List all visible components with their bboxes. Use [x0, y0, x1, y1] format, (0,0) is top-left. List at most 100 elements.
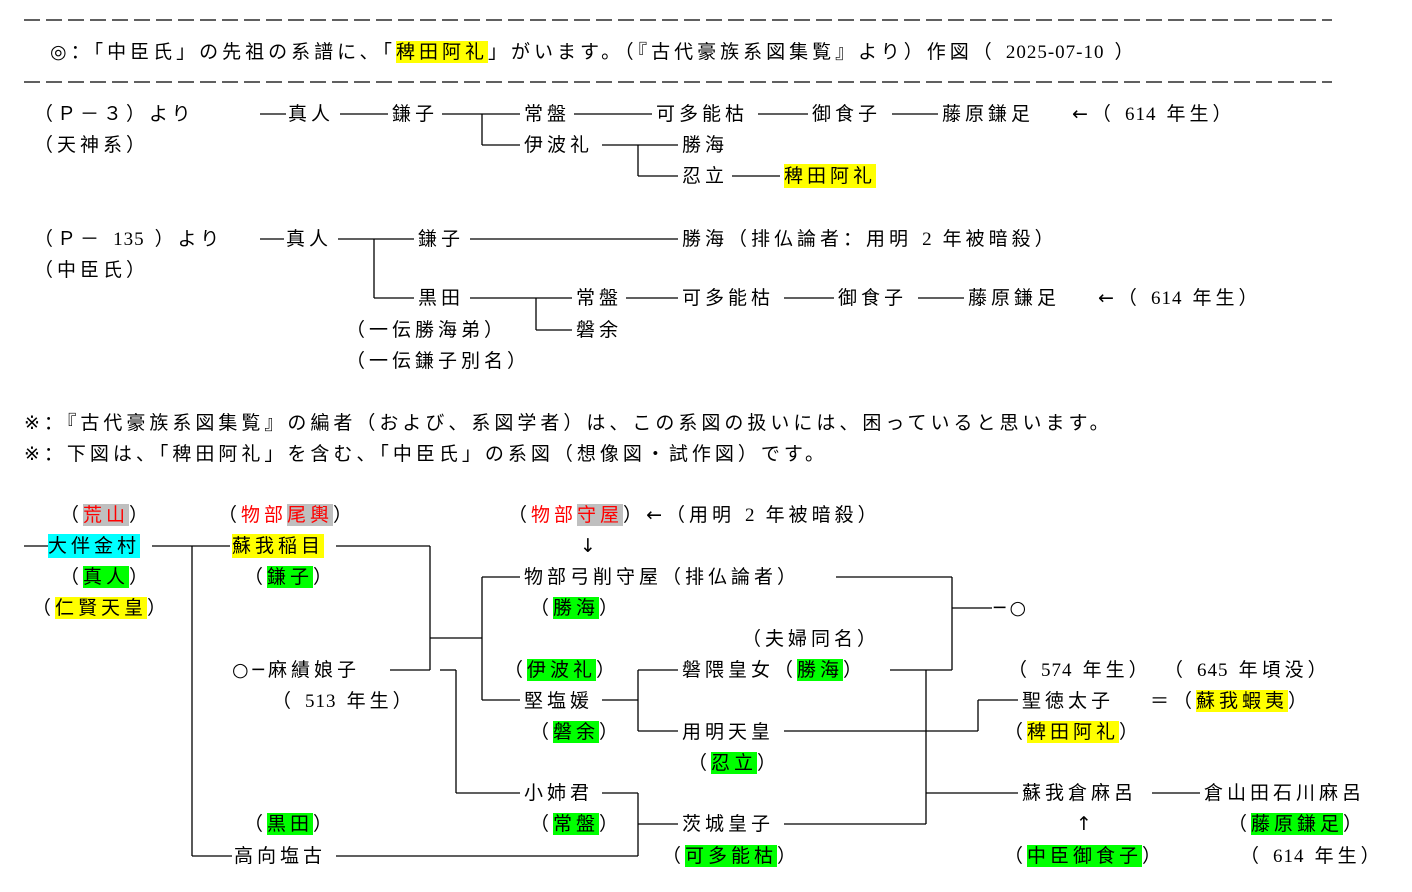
tree-moriya-note-post: 年被暗殺） — [765, 504, 881, 526]
tree-shotoku-birth-num: 574 — [1041, 660, 1073, 681]
note-2: ※：下図は、「稗田阿礼」を含む、「中臣氏」の系図（想像図・試作図）です。 — [24, 443, 829, 465]
p3-katanokaku: 可多能枯 — [656, 103, 749, 125]
tree-yuge: 物部弓削守屋（排仏論者） — [524, 566, 801, 588]
tree-kuramaro: 蘇我倉麻呂 — [1022, 782, 1138, 804]
header-title-pre: ◎：「中臣氏」の先祖の系譜に、「 — [50, 41, 397, 63]
tree-kanashi-birth-post: 年生） — [346, 690, 416, 712]
tree-hieda: （稗田阿礼） — [1004, 721, 1143, 743]
p3-kamako: 鎌子 — [392, 103, 439, 125]
header-title: ◎：「中臣氏」の先祖の系譜に、「稗田阿礼」がいます。（『古代豪族系図集覧』より）… — [50, 40, 1138, 65]
p3-ihare: 伊波礼 — [524, 134, 594, 156]
p3-oshitachi: 忍立 — [682, 165, 729, 187]
tree-up-arrow: ↑ — [1076, 813, 1096, 835]
tree-hieda-name: 稗田阿礼 — [1027, 721, 1120, 743]
tree-kamatari-birth-post: 年生） — [1314, 845, 1384, 867]
p135-katanokaku: 可多能枯 — [682, 287, 775, 309]
tree-tokiwa: （常盤） — [530, 813, 623, 835]
tree-oshitachi: （忍立） — [688, 752, 781, 774]
p3-birth-post: 年生） — [1166, 103, 1236, 125]
tree-kitashi: 堅塩媛 — [524, 690, 594, 712]
tree-mahito-name: 真人 — [83, 566, 130, 588]
tree-circle: ─○ — [994, 597, 1031, 619]
p135-katsumi-note: 勝海（排仏論者：用明 2 年被暗殺） — [682, 227, 1058, 252]
tree-kuroda: （黒田） — [244, 813, 337, 835]
tree-kamako: （鎌子） — [244, 566, 337, 588]
tree-shotoku-birth: （ 574 年生） — [1008, 659, 1152, 681]
p3-birth: ←（ 614 年生） — [1072, 102, 1236, 127]
tree-moriya-name: 守屋 — [577, 504, 624, 526]
p135-note-2: （一伝鎌子別名） — [346, 350, 531, 372]
tree-katsumi-name: 勝海 — [553, 597, 600, 619]
p135-iwaare: 磐余 — [576, 319, 623, 341]
tree-kamatari: （藤原鎌足） — [1228, 813, 1367, 835]
tree-arayama-name: 荒山 — [83, 504, 130, 526]
p3-katsumi: 勝海 — [682, 134, 729, 156]
tree-okoshi: （物部尾輿） — [218, 504, 357, 526]
p135-source: （Ｐ－ 135 ）より — [34, 227, 223, 252]
tree-kamatari-birth: （ 614 年生） — [1240, 845, 1384, 867]
tree-shotoku-birth-post: 年生） — [1082, 659, 1152, 681]
p135-source-2: （中臣氏） — [34, 259, 150, 281]
tree-katanokaku-name: 可多能枯 — [685, 845, 778, 867]
tree-moriya-note-pre: ←（用明 — [646, 504, 735, 526]
tree-kamatari-name: 藤原鎌足 — [1251, 813, 1344, 835]
p3-hieda: 稗田阿礼 — [784, 164, 877, 188]
tree-oshitachi-name: 忍立 — [711, 752, 758, 774]
p135-mikeko: 御食子 — [838, 287, 908, 309]
tree-mahito: （真人） — [60, 566, 153, 588]
tree-arayama: （荒山） — [60, 504, 153, 526]
p3-tokiwa: 常盤 — [524, 103, 571, 125]
tree-kuroda-name: 黒田 — [267, 813, 314, 835]
tree-nakatomi-mikeko-name: 中臣御食子 — [1027, 845, 1143, 867]
header-title-end: ） — [1114, 41, 1138, 63]
p135-katsumi-note-post: 年被暗殺） — [942, 228, 1058, 250]
tree-anahobe: 磐隈皇女（勝海） — [682, 659, 867, 681]
tree-emishi-death-post: 年頃没） — [1238, 659, 1331, 681]
tree-katanokaku: （可多能枯） — [662, 845, 801, 867]
p135-kamako: 鎌子 — [418, 228, 465, 250]
tree-down-arrow: ↓ — [580, 535, 600, 557]
tree-nakatomi-mikeko: （中臣御食子） — [1004, 845, 1166, 867]
p3-birth-pre: ←（ — [1072, 103, 1115, 125]
tree-shotoku: 聖徳太子 — [1022, 690, 1115, 712]
p135-kuroda: 黒田 — [418, 287, 465, 309]
p135-mahito: 真人 — [286, 228, 333, 250]
tree-moriya-note-num: 2 — [745, 505, 756, 526]
tree-okoshi-name: 尾輿 — [287, 504, 334, 526]
tree-kanashi-birth-num: 513 — [305, 691, 337, 712]
p3-source: （Ｐ－３）より — [34, 103, 195, 125]
tree-ubaraki: 茨城皇子 — [682, 813, 775, 835]
p135-birth-post: 年生） — [1192, 287, 1262, 309]
tree-ihare: （伊波礼） — [504, 659, 620, 681]
note-1: ※：『古代豪族系図集覧』の編者（および、系図学者）は、この系図の扱いには、困って… — [24, 412, 1113, 434]
tree-otomo: 大伴金村 — [48, 534, 141, 558]
p135-birth-pre: ←（ — [1098, 287, 1141, 309]
p3-birth-num: 614 — [1124, 104, 1157, 125]
tree-iwaare: （磐余） — [530, 721, 623, 743]
tree-kamako-name: 鎌子 — [267, 566, 314, 588]
header-title-post: 」がいます。（『古代豪族系図集覧』より）作図（ — [488, 41, 996, 63]
p135-note-1: （一伝勝海弟） — [346, 319, 508, 341]
tree-takamuko: 高向塩古 — [234, 845, 327, 867]
tree-emishi: ＝（蘇我蝦夷） — [1150, 690, 1312, 712]
tree-oane: 小姉君 — [524, 782, 594, 804]
p135-source-pre: （Ｐ－ — [34, 228, 104, 250]
tree-ihare-name: 伊波礼 — [527, 659, 597, 681]
p135-birth-num: 614 — [1150, 288, 1183, 309]
tree-kanashi-birth: （ 513 年生） — [272, 690, 416, 712]
p135-source-num: 135 — [113, 229, 145, 250]
tree-anahobe-alias: 勝海 — [797, 659, 844, 681]
tree-emishi-death-num: 645 — [1197, 660, 1229, 681]
p135-katsumi-note-num: 2 — [922, 229, 933, 250]
tree-moriya: （物部守屋）←（用明 2 年被暗殺） — [508, 504, 881, 526]
p135-kamatari: 藤原鎌足 — [968, 287, 1061, 309]
tree-katsumi: （勝海） — [530, 597, 623, 619]
tree-yomei: 用明天皇 — [682, 721, 775, 743]
tree-kanashi: ○─麻績娘子 — [232, 659, 361, 681]
p3-source-2: （天神系） — [34, 134, 150, 156]
p135-tokiwa: 常盤 — [576, 287, 623, 309]
header-date: 2025-07-10 — [1005, 42, 1105, 63]
p135-birth: ←（ 614 年生） — [1098, 286, 1262, 311]
tree-ninken: （仁賢天皇） — [32, 597, 171, 619]
